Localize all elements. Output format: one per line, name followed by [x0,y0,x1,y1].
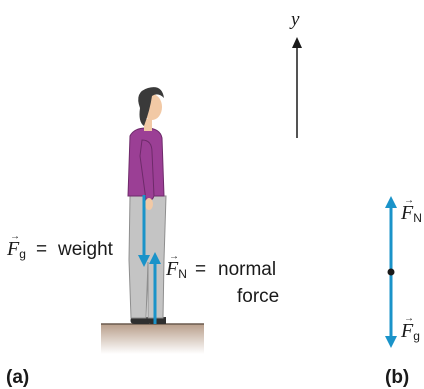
normal-text-line2: force [237,286,280,307]
y-axis-arrow [292,37,302,138]
normal-equals: = [195,259,207,280]
floor [101,323,204,354]
weight-subscript: g [19,247,26,261]
y-axis-label: y [291,9,300,30]
weight-symbol: F [7,238,20,260]
normal-subscript: N [178,267,187,281]
point-mass-dot [387,268,395,276]
fbd-weight-subscript: g [413,329,420,343]
normal-symbol: F [166,258,179,280]
normal-text-line1: normal [218,259,277,280]
panel-a-label: (a) [6,367,30,388]
fbd-normal-label: →FN [401,195,422,225]
fbd-weight-label: →Fg [401,313,420,343]
panel-b-label: (b) [385,367,410,388]
weight-equals: = [36,239,48,260]
woman-figure [127,87,167,324]
weight-label: →Fg [7,231,26,261]
normal-force-label: →FN [166,251,187,281]
weight-text: weight [58,239,113,260]
fbd-normal-subscript: N [413,211,422,225]
fbd-weight-symbol: F [401,320,414,342]
fbd-normal-symbol: F [401,202,414,224]
